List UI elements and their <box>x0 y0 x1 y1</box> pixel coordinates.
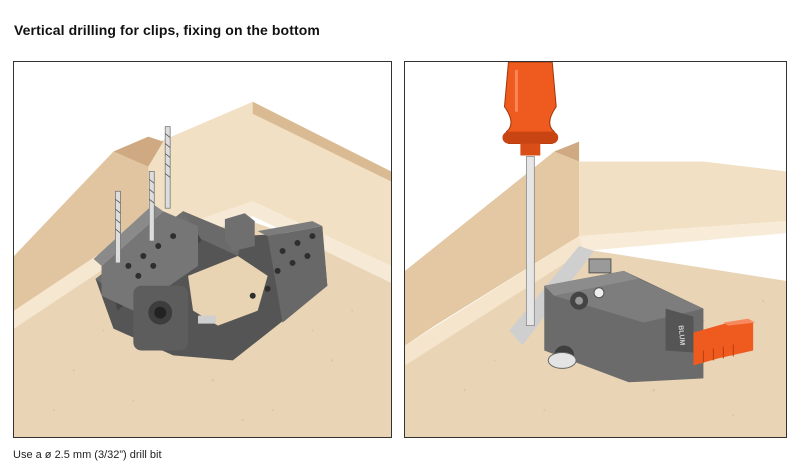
screwdriver-neck <box>520 143 541 156</box>
drill-bit-icon <box>115 126 171 264</box>
clip-fixing-illustration: BLUM <box>405 62 786 437</box>
page-title: Vertical drilling for clips, fixing on t… <box>14 22 320 38</box>
drilling-jig <box>93 204 328 361</box>
side-panel <box>14 151 149 311</box>
drawer-clip-illustration: BLUM <box>544 258 756 383</box>
side-panel-edge <box>405 236 585 366</box>
drilling-jig-panel <box>13 61 392 438</box>
caption: Use a ø 2.5 mm (3/32”) drill bit <box>13 449 162 461</box>
release-lever <box>693 322 754 366</box>
back-panel-strip <box>163 201 391 283</box>
side-panel <box>405 151 580 346</box>
back-panel-strip <box>579 221 786 251</box>
side-panel-top <box>554 141 580 162</box>
screwdriver-collar <box>502 131 559 144</box>
screwdriver-shaft <box>525 156 535 326</box>
wood-texture <box>463 289 765 417</box>
clip-fixing-panel: BLUM <box>404 61 787 438</box>
back-panel-top-edge <box>252 101 391 182</box>
screwdriver-illustration <box>502 62 559 326</box>
brand-label: BLUM <box>677 325 686 346</box>
drilling-jig-illustration <box>14 101 391 437</box>
side-panel-top <box>113 136 164 167</box>
back-panel <box>579 161 786 237</box>
screwdriver-handle <box>503 62 557 145</box>
